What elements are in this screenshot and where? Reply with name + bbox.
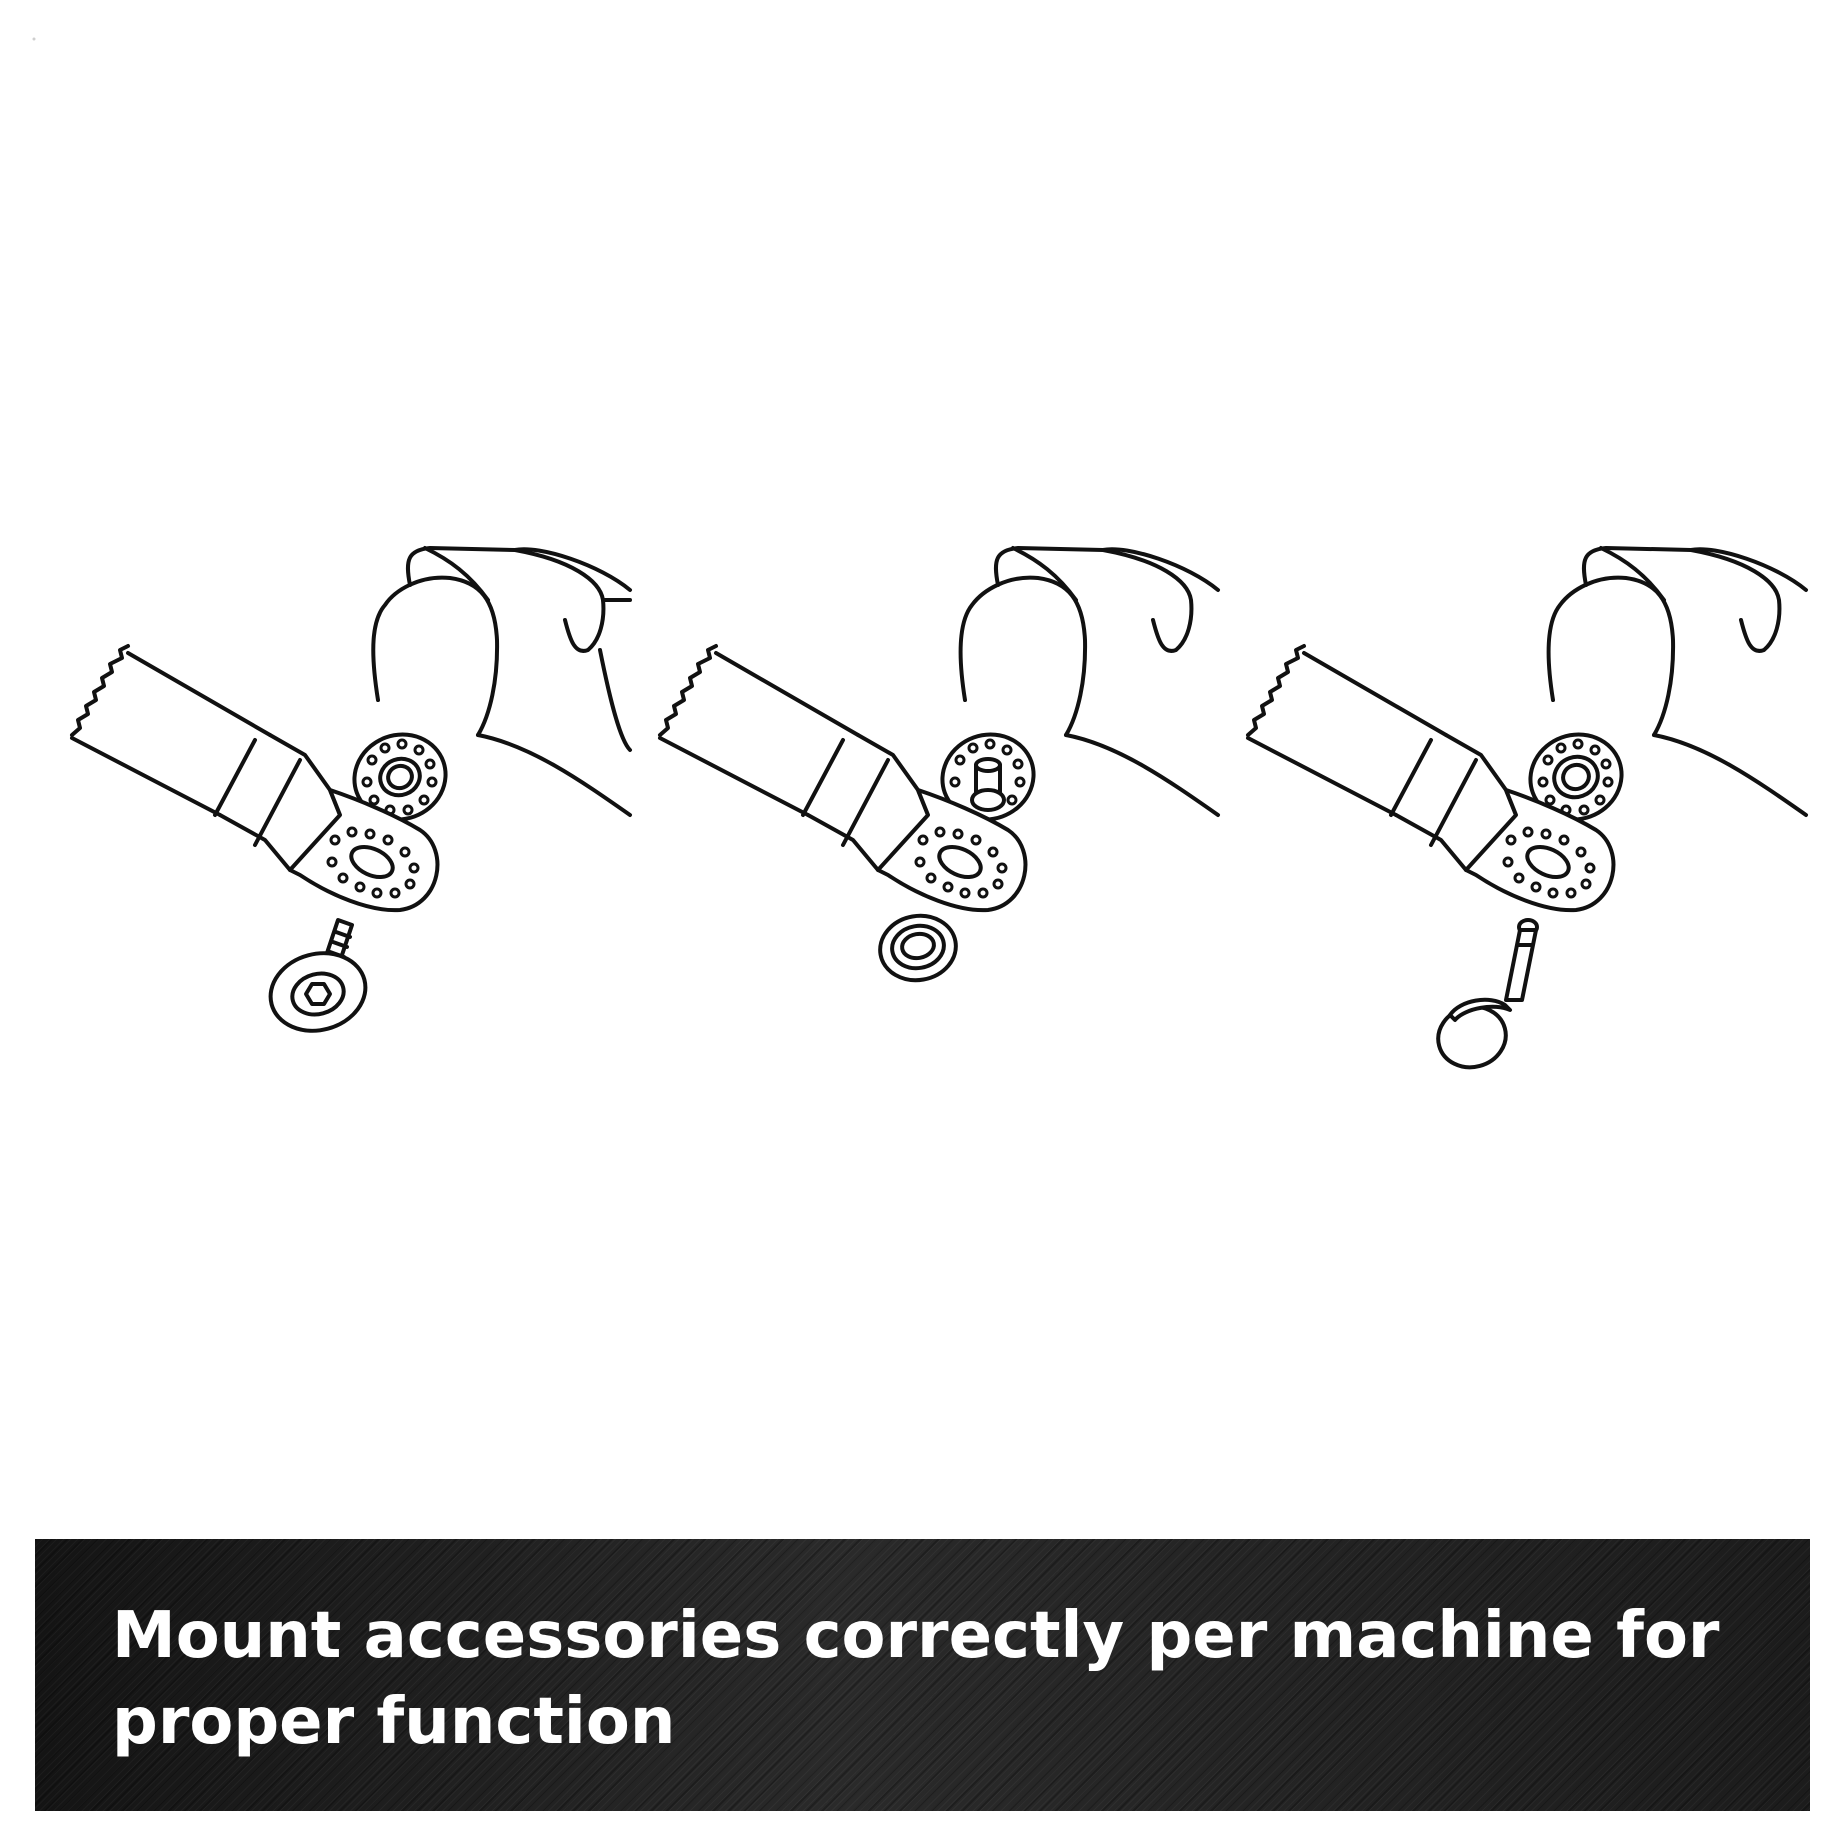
caption-text: Mount accessories correctly per machine … bbox=[112, 1599, 1720, 1759]
flange-nut-icon bbox=[878, 913, 958, 983]
saw-blade-icon bbox=[1246, 644, 1616, 913]
tool-flange-icon bbox=[1528, 732, 1624, 822]
caption-banner: Mount accessories correctly per machine … bbox=[35, 1539, 1810, 1811]
corner-mark bbox=[32, 37, 36, 41]
panel-screw-mount bbox=[70, 546, 632, 1033]
tool-flange-icon bbox=[352, 732, 448, 822]
panel-quick-release-mount bbox=[1246, 546, 1808, 1070]
screw-with-washer-icon bbox=[268, 918, 368, 1033]
quick-release-pin-icon bbox=[1436, 918, 1539, 1070]
panel-flange-nut-mount bbox=[658, 546, 1220, 983]
tool-head-icon bbox=[958, 546, 1220, 817]
saw-blade-icon bbox=[658, 644, 1028, 913]
saw-blade-icon bbox=[70, 644, 440, 913]
tool-head-icon bbox=[1546, 546, 1808, 817]
tool-flange-icon bbox=[940, 732, 1036, 822]
tool-head-icon bbox=[371, 546, 632, 817]
